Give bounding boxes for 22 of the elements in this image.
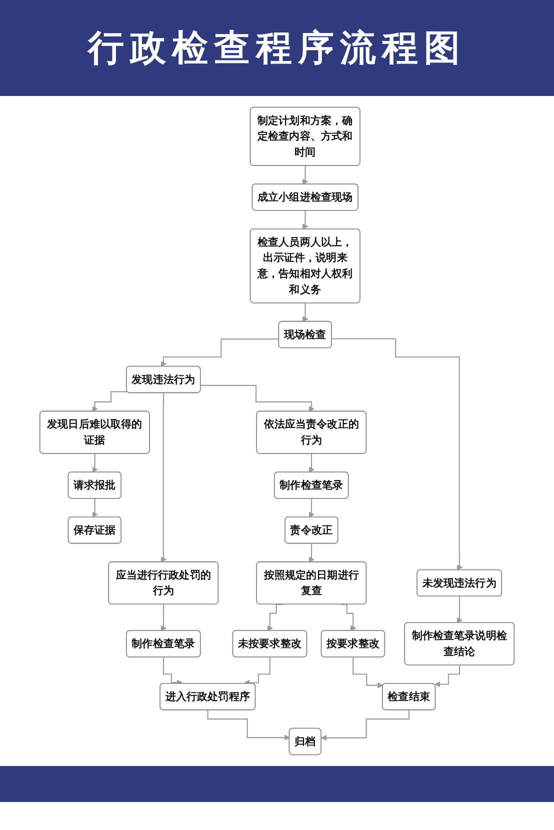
arrow [163, 656, 182, 686]
arrow [352, 656, 384, 688]
arrow [302, 210, 308, 230]
arrow [244, 656, 271, 686]
arrow [302, 302, 308, 322]
arrow [456, 596, 462, 624]
arrow [302, 165, 308, 185]
arrow [160, 392, 167, 562]
arrow [160, 338, 279, 367]
title: 行政检查程序流程图 [88, 26, 466, 70]
arrow [200, 384, 314, 412]
arrow [308, 453, 314, 473]
arrow [308, 543, 314, 562]
arrow [92, 391, 128, 412]
arrow [207, 710, 290, 740]
arrow [92, 498, 98, 518]
arrow [160, 604, 167, 632]
arrow [308, 498, 314, 518]
arrow [320, 710, 410, 741]
arrow [434, 664, 460, 688]
arrow [92, 453, 98, 473]
arrow [332, 338, 463, 570]
